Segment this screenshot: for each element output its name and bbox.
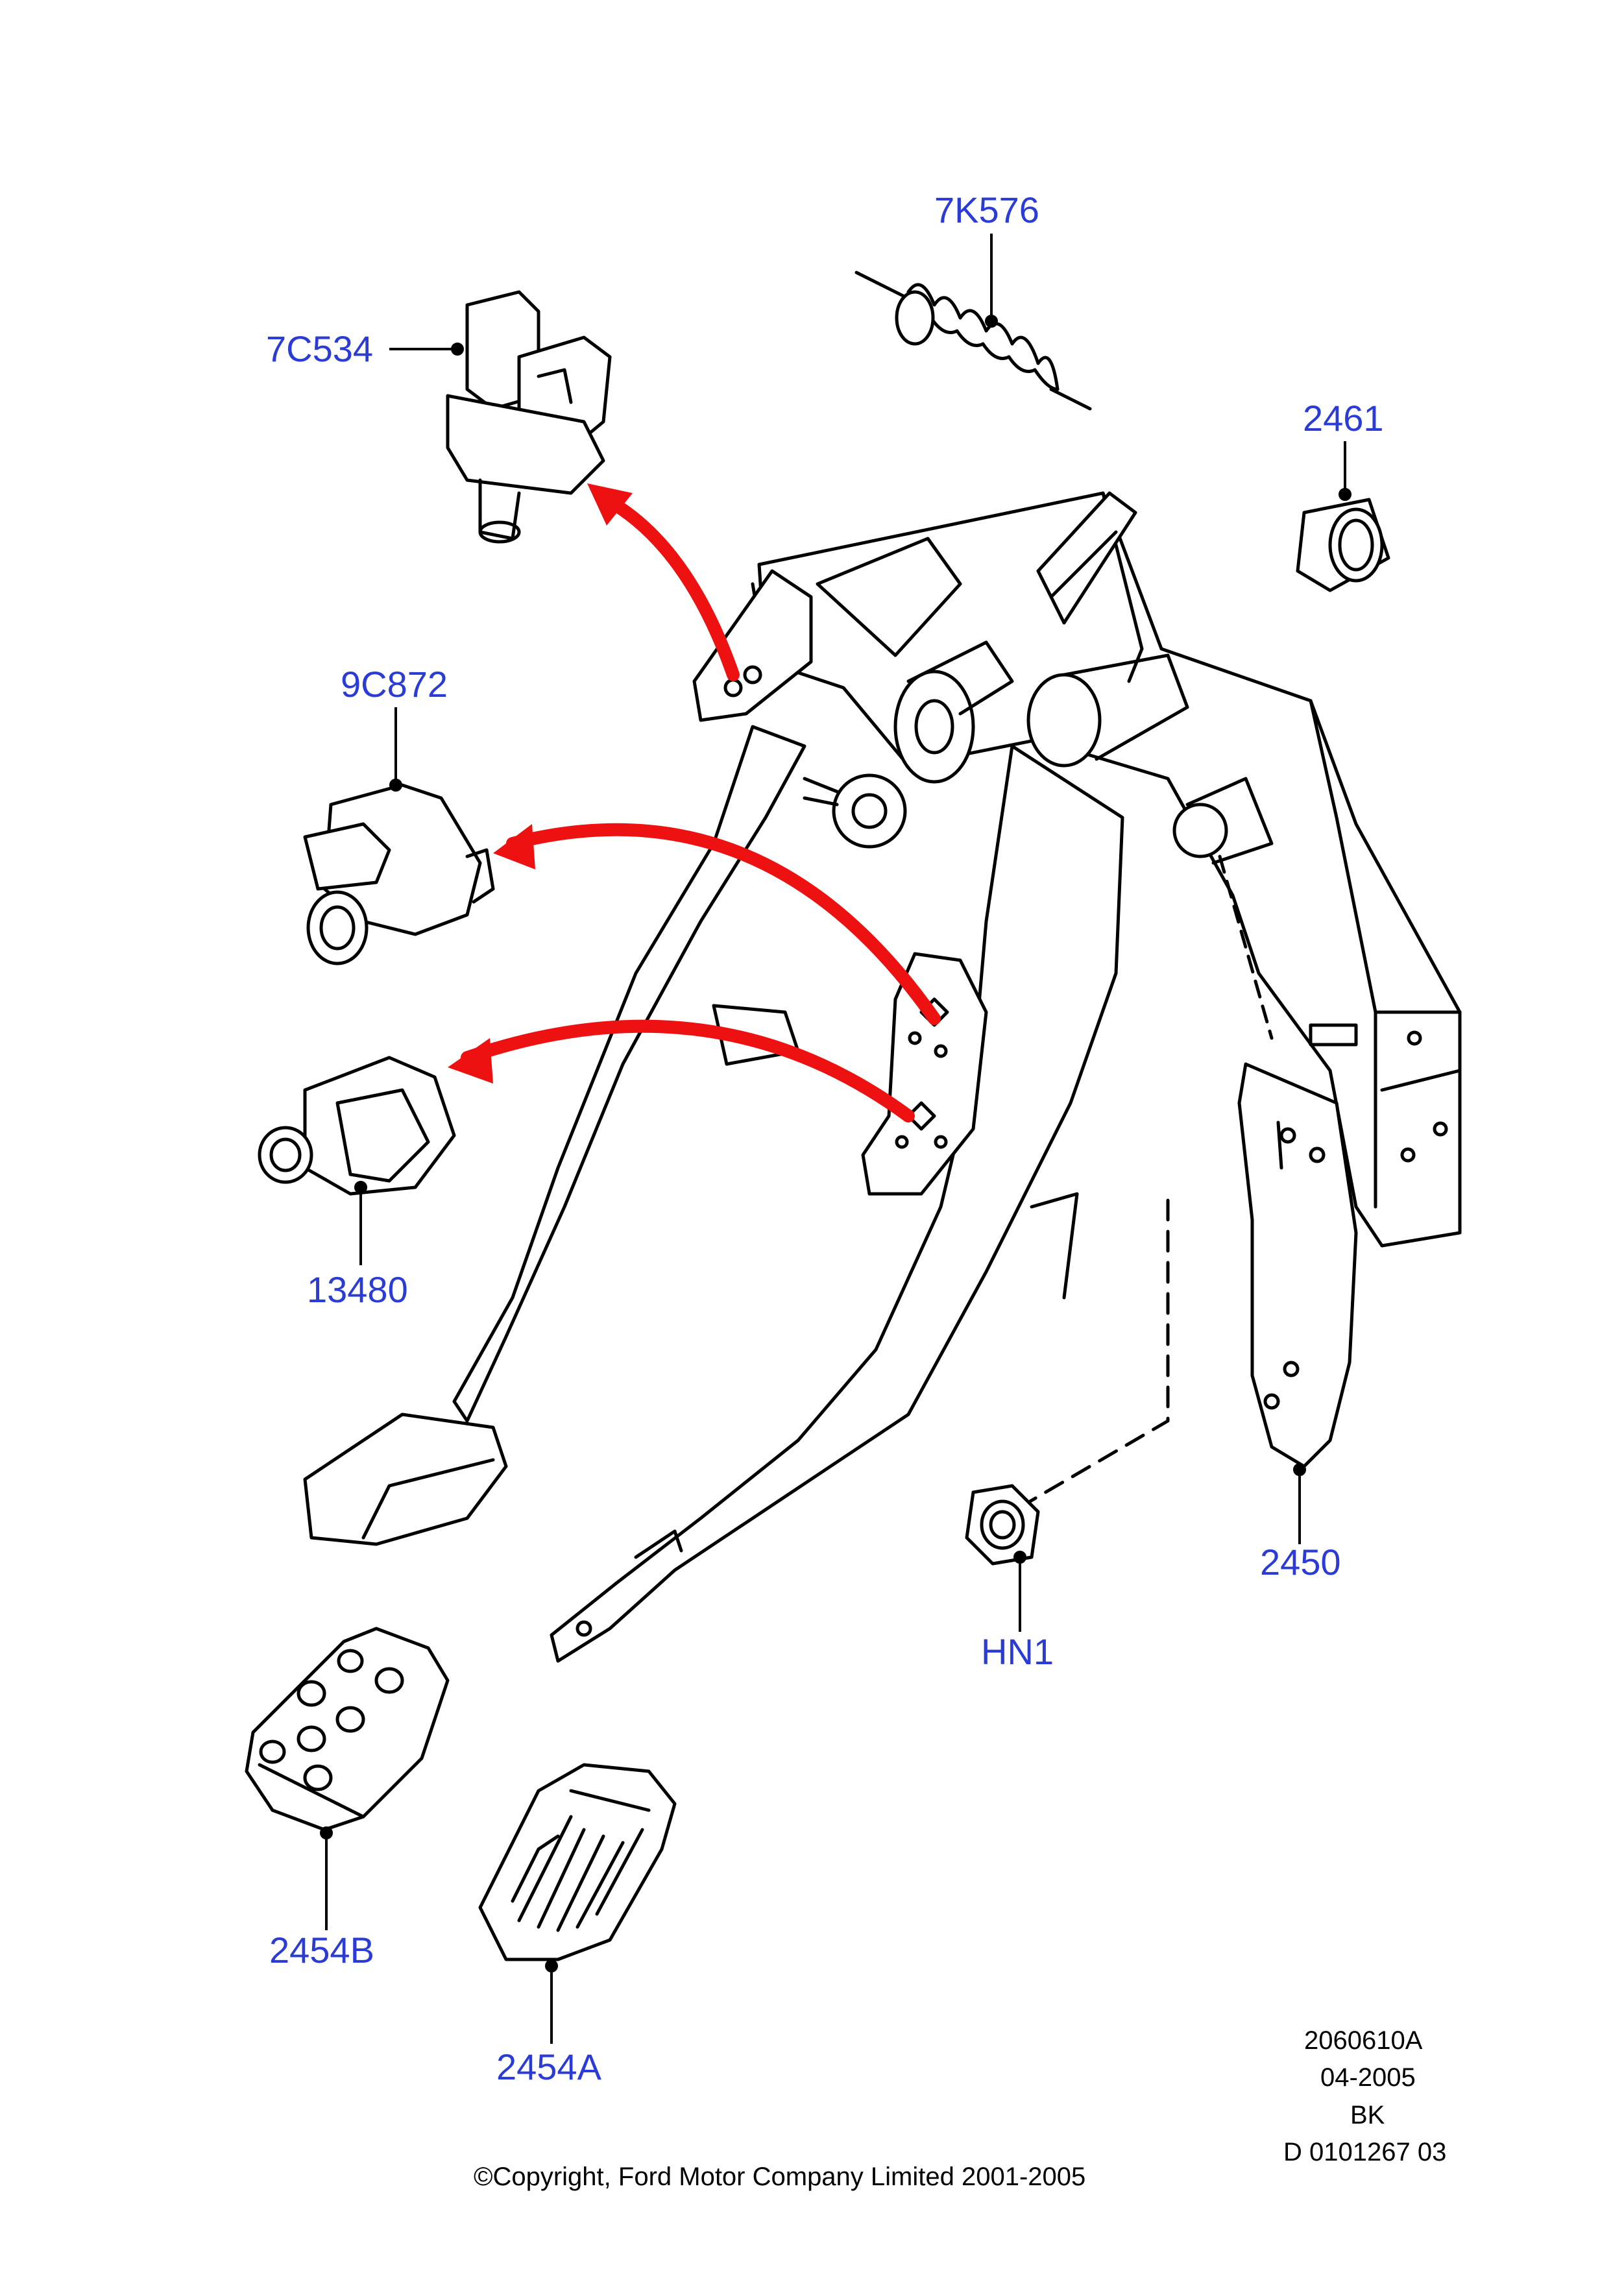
callout-13480: 13480 bbox=[307, 1269, 408, 1310]
callout-HN1: HN1 bbox=[981, 1631, 1054, 1672]
callout-2454B: 2454B bbox=[269, 1930, 374, 1970]
arrow-to-13480 bbox=[461, 1019, 915, 1122]
drawing-reference: D 0101267 03 bbox=[1283, 2138, 1447, 2166]
bushing-2461 bbox=[1296, 498, 1390, 592]
callout-7C534: 7C534 bbox=[266, 328, 374, 369]
switch-bracket bbox=[861, 952, 988, 1196]
switch-7C534 bbox=[446, 290, 612, 544]
pivot-assembly bbox=[803, 640, 1274, 865]
copyright-notice: ©Copyright, Ford Motor Company Limited 2… bbox=[474, 2163, 1086, 2191]
drawing-date: 04-2005 bbox=[1320, 2063, 1416, 2092]
arrow-to-7C534 bbox=[600, 493, 740, 681]
arrowhead-9C872 bbox=[493, 824, 535, 869]
arrowhead-13480 bbox=[448, 1038, 493, 1084]
red-arrows bbox=[461, 493, 941, 1122]
rod-lever bbox=[1036, 491, 1137, 625]
switch-13480 bbox=[258, 1056, 456, 1196]
side-plate-2450 bbox=[1237, 1062, 1358, 1468]
callout-9C872: 9C872 bbox=[341, 664, 448, 705]
upper-bracket bbox=[692, 537, 962, 722]
pedal-pad-2454A bbox=[478, 1763, 677, 1961]
clutch-pedal-foot bbox=[303, 1412, 508, 1546]
callout-2450: 2450 bbox=[1260, 1542, 1341, 1582]
brake-pedal-arm bbox=[550, 744, 1124, 1663]
arrow-to-9C872 bbox=[506, 823, 941, 1025]
switch-9C872 bbox=[303, 783, 495, 965]
callout-2454A: 2454A bbox=[496, 2046, 601, 2087]
drawing-code: BK bbox=[1350, 2101, 1385, 2129]
arrowhead-7C534 bbox=[587, 483, 633, 526]
nut-HN1 bbox=[965, 1484, 1040, 1566]
callout-7K576: 7K576 bbox=[934, 189, 1039, 230]
pedal-pad-2454B bbox=[245, 1627, 450, 1832]
assembly-dashline bbox=[1010, 1198, 1170, 1514]
callout-2461: 2461 bbox=[1303, 398, 1384, 439]
spring-7K576 bbox=[854, 271, 1092, 411]
pivot-dashline bbox=[1218, 855, 1274, 1040]
drawing-number: 2060610A bbox=[1304, 2026, 1423, 2055]
